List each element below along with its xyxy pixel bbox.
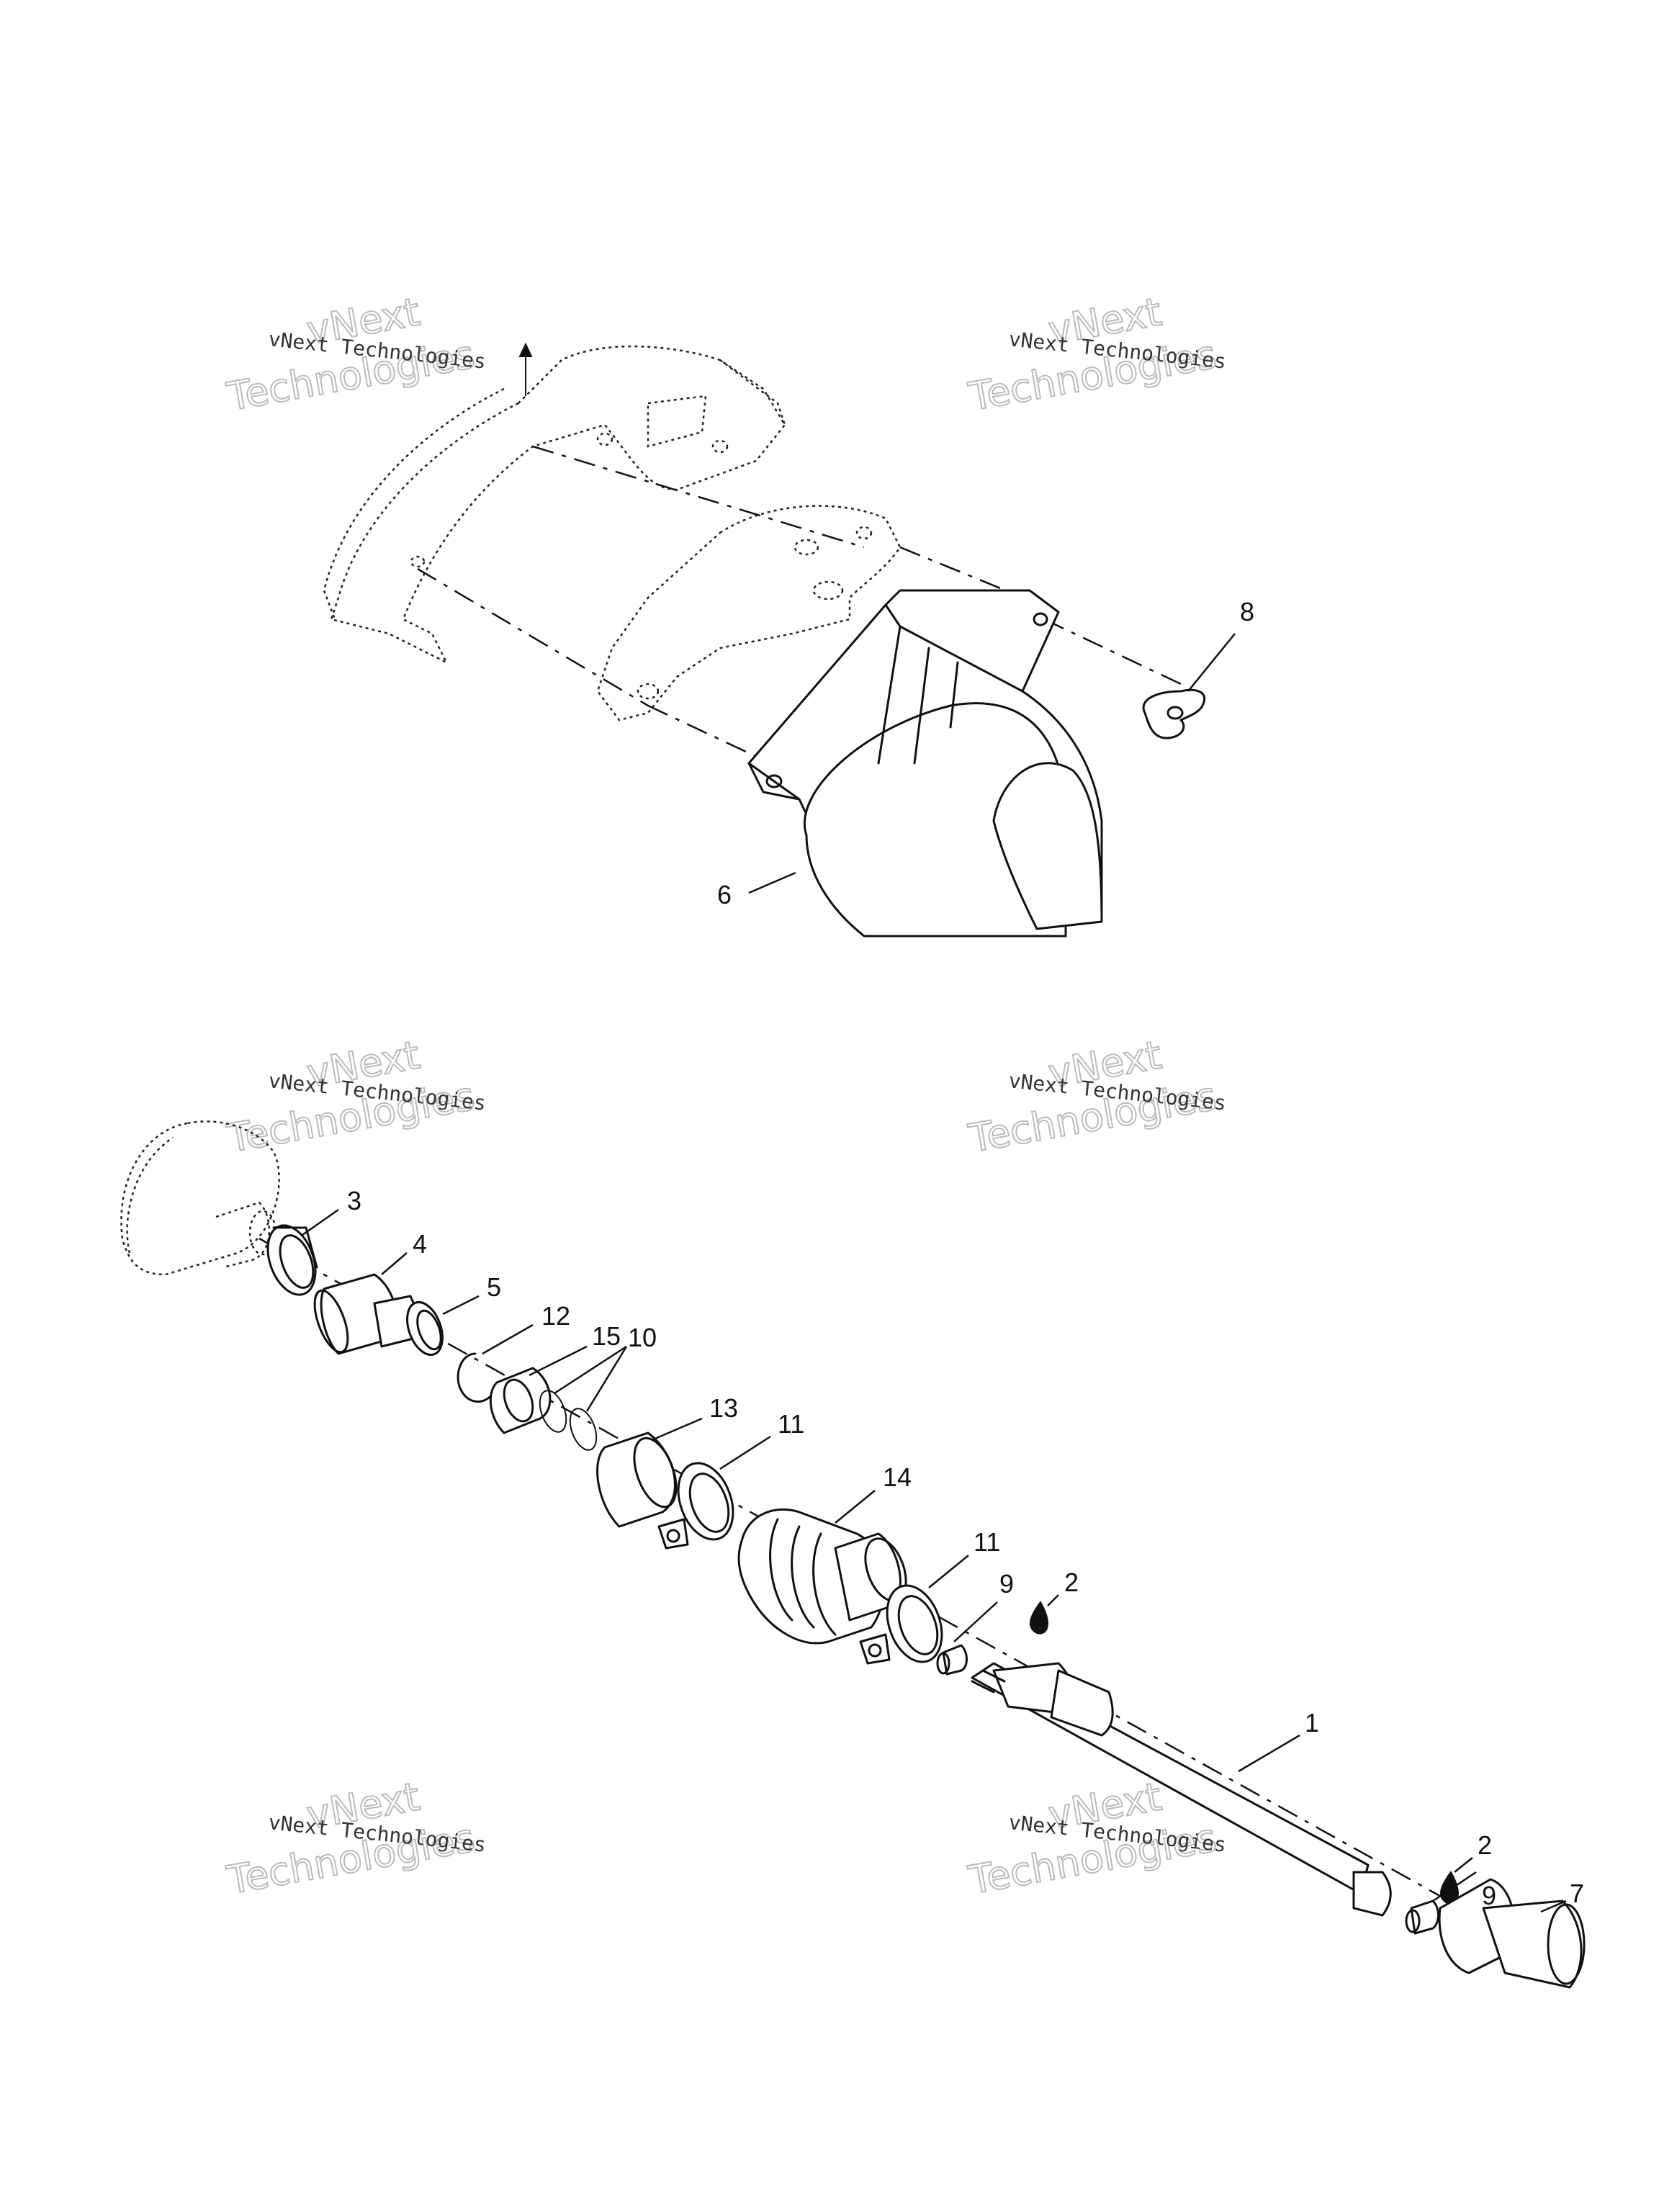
ghost-plate [596, 505, 902, 721]
callout-label-8: 8 [1240, 597, 1254, 626]
callout-8: 8 [1187, 597, 1254, 692]
callout-3: 3 [302, 1186, 361, 1236]
callout-13: 13 [651, 1393, 738, 1442]
part-3-clamp [266, 1224, 318, 1296]
part-11-hose-clamp-2 [859, 1584, 943, 1665]
callout-12: 12 [482, 1301, 570, 1355]
grease-drop-icon [1030, 1601, 1048, 1635]
callout-label-2: 2 [1064, 1568, 1079, 1597]
callout-4: 4 [381, 1229, 427, 1275]
part-12-circlip [457, 1352, 491, 1403]
wing-nut [1142, 688, 1205, 739]
pump-cover [747, 589, 1103, 938]
part-10-orings [539, 1390, 598, 1451]
part-4-coupler [313, 1273, 418, 1355]
part-5-clamp [406, 1301, 444, 1356]
callout-label-2: 2 [1478, 1830, 1492, 1860]
watermark-top-right: vNext Technologies vNext Technologies [964, 288, 1227, 421]
callout-label-9: 9 [999, 1569, 1014, 1599]
callout-label-3: 3 [347, 1186, 361, 1215]
callout-2-lower: 2 [1454, 1830, 1492, 1873]
part-9-seal-lower [1405, 1899, 1439, 1935]
callout-9-upper: 9 [953, 1569, 1014, 1642]
part-9-seal-upper [936, 1644, 968, 1676]
callout-15: 15 [529, 1321, 621, 1377]
callout-label-6: 6 [717, 880, 732, 909]
callout-label-13: 13 [709, 1393, 738, 1423]
callout-5: 5 [442, 1272, 501, 1316]
callout-6: 6 [717, 871, 796, 909]
callout-14: 14 [835, 1462, 912, 1524]
callout-7: 7 [1540, 1879, 1584, 1913]
callout-label-10: 10 [628, 1323, 657, 1352]
callout-2-upper: 2 [1047, 1568, 1079, 1606]
callout-label-5: 5 [487, 1272, 501, 1302]
part-15-bearing [489, 1367, 552, 1434]
part-1-drive-shaft [971, 1662, 1392, 1917]
watermark-mid-left: vNext Technologies vNext Technologies [222, 1031, 487, 1162]
watermark-bottom-left: vNext Technologies vNext Technologies [222, 1773, 487, 1904]
callout-label-11: 11 [778, 1409, 804, 1439]
callout-11-lower: 11 [928, 1527, 1000, 1588]
callout-label-12: 12 [541, 1301, 570, 1331]
part-14-bellows [737, 1508, 907, 1645]
callout-label-14: 14 [883, 1462, 912, 1492]
watermark-top-left: vNext Technologies vNext Technologies [222, 288, 487, 421]
callout-1: 1 [1238, 1708, 1319, 1773]
part-13-sleeve [596, 1431, 678, 1528]
part-7-boot [1438, 1878, 1586, 1989]
ghost-bracket [323, 345, 786, 665]
callout-label-4: 4 [413, 1229, 427, 1259]
callout-label-15: 15 [592, 1321, 621, 1351]
callout-label-9: 9 [1482, 1881, 1496, 1910]
callout-label-7: 7 [1570, 1879, 1584, 1908]
callout-9-lower: 9 [1432, 1871, 1496, 1910]
up-arrow-icon [518, 342, 533, 396]
callout-10: 10 [554, 1323, 657, 1412]
watermark-mid-right: vNext Technologies vNext Technologies [964, 1031, 1227, 1162]
callout-label-11: 11 [974, 1527, 1000, 1557]
callout-label-1: 1 [1305, 1708, 1319, 1737]
part-11-hose-clamp-1 [657, 1462, 734, 1550]
callout-11-upper: 11 [719, 1409, 804, 1470]
